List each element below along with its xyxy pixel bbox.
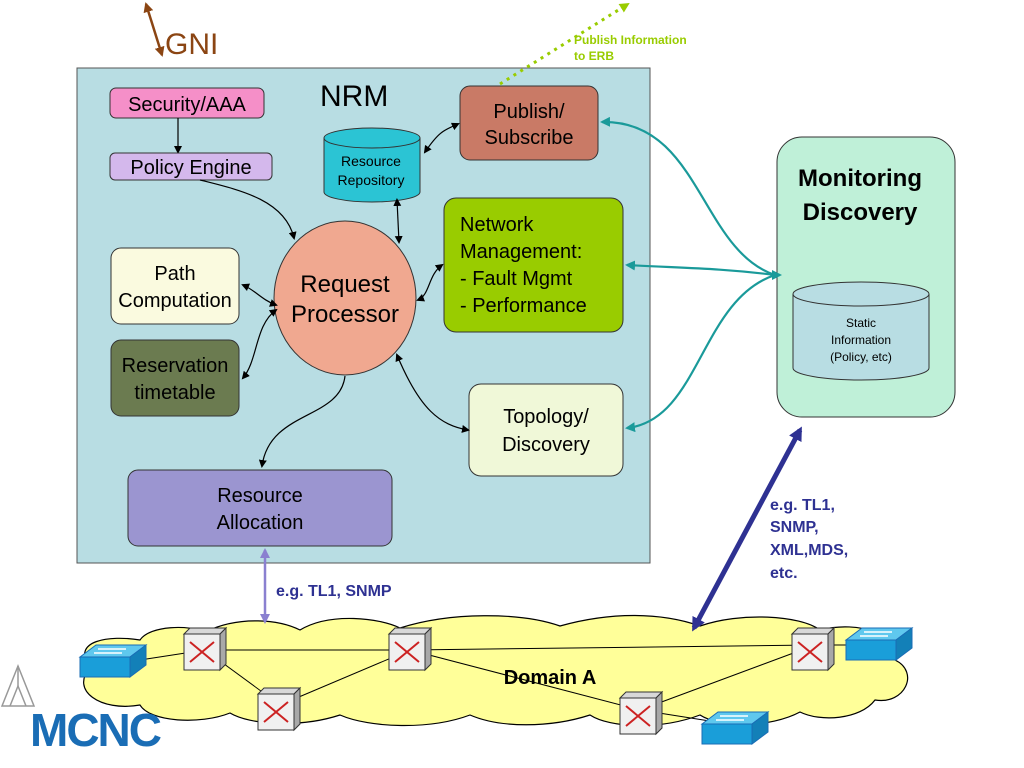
gni-label: GNI	[165, 28, 218, 61]
monitoring-domain-arrow	[691, 426, 803, 632]
request-allocation-arrow	[258, 375, 346, 468]
path-computation-box[interactable]	[110, 247, 240, 325]
static-label-line1: Static	[846, 316, 876, 330]
erb-label-line1: Publish Information	[574, 33, 687, 47]
path-label-line1: Path	[154, 263, 195, 285]
monitoring-publish-arrow	[600, 116, 776, 277]
repository-publish-arrow	[423, 122, 460, 154]
gni-group: GNI	[143, 2, 218, 61]
erb-arrow	[499, 2, 630, 86]
publish-label-line1: Publish/	[493, 101, 565, 123]
allocation-label-line1: Resource	[217, 485, 303, 507]
erb-label-line2: to ERB	[574, 49, 614, 63]
reservation-label-line2: timetable	[134, 382, 215, 404]
static-information-cylinder: Static Information (Policy, etc)	[792, 281, 930, 381]
request-topology-arrow	[395, 353, 470, 433]
protocol-right-line3: XML,MDS,	[770, 542, 848, 559]
monitoring-title-line1: Monitoring	[798, 165, 922, 192]
resource-repository[interactable]: Resource Repository	[323, 127, 421, 203]
publish-label-line2: Subscribe	[485, 127, 574, 149]
policy-request-arrow	[199, 179, 297, 240]
topology-label-line2: Discovery	[502, 434, 590, 456]
router-3	[256, 686, 302, 732]
policy-engine-box[interactable]	[109, 152, 273, 181]
repository-label-line1: Resource	[341, 153, 401, 169]
protocol-right-line2: SNMP,	[770, 519, 819, 536]
nrm-title: NRM	[320, 80, 388, 113]
security-aaa-label: Security/AAA	[128, 94, 246, 116]
monitoring-title-line2: Discovery	[803, 199, 918, 226]
static-label-line2: Information	[831, 333, 891, 347]
network-label-line1: Network	[460, 214, 534, 236]
path-request-arrow	[241, 283, 278, 307]
publish-subscribe-box[interactable]	[459, 85, 599, 161]
reservation-request-arrow	[241, 308, 278, 380]
protocol-right-line1: e.g. TL1,	[770, 497, 835, 514]
mcnc-logo: MCNC	[0, 663, 163, 756]
monitoring-topology-arrow	[625, 273, 776, 433]
mcnc-logo-text: MCNC	[30, 704, 161, 756]
path-label-line2: Computation	[118, 290, 231, 312]
request-processor-circle[interactable]	[273, 220, 417, 376]
network-label-line3: - Fault Mgmt	[460, 268, 573, 290]
reservation-label-line1: Reservation	[122, 355, 229, 377]
policy-engine-label: Policy Engine	[130, 157, 251, 179]
router-2	[387, 626, 433, 672]
router-4	[618, 690, 664, 736]
topology-label-line1: Topology/	[503, 406, 589, 428]
network-label-line4: - Performance	[460, 295, 587, 317]
topology-discovery-box[interactable]	[468, 383, 624, 477]
repository-request-arrow	[393, 198, 403, 244]
domain-label: Domain A	[504, 667, 597, 689]
switch-2	[844, 627, 914, 661]
switch-1	[78, 644, 148, 678]
protocol-right-line4: etc.	[770, 565, 798, 582]
reservation-timetable-box[interactable]	[110, 339, 240, 417]
network-management-box[interactable]	[443, 197, 624, 333]
repository-label-line2: Repository	[338, 172, 405, 188]
monitoring-network-arrow	[625, 260, 776, 277]
router-5	[790, 626, 836, 672]
switch-3	[700, 711, 770, 745]
request-label-line1: Request	[300, 271, 390, 298]
router-1	[182, 626, 228, 672]
request-label-line2: Processor	[291, 301, 399, 328]
protocol-left-label: e.g. TL1, SNMP	[276, 583, 392, 600]
mcnc-logo-mark	[0, 663, 36, 707]
security-aaa-box[interactable]	[109, 87, 265, 119]
request-network-arrow	[416, 263, 444, 302]
network-label-line2: Management:	[460, 241, 582, 263]
gni-arrow	[143, 2, 165, 57]
resource-allocation-box[interactable]	[127, 469, 393, 547]
allocation-label-line2: Allocation	[217, 512, 304, 534]
static-label-line3: (Policy, etc)	[830, 350, 892, 364]
